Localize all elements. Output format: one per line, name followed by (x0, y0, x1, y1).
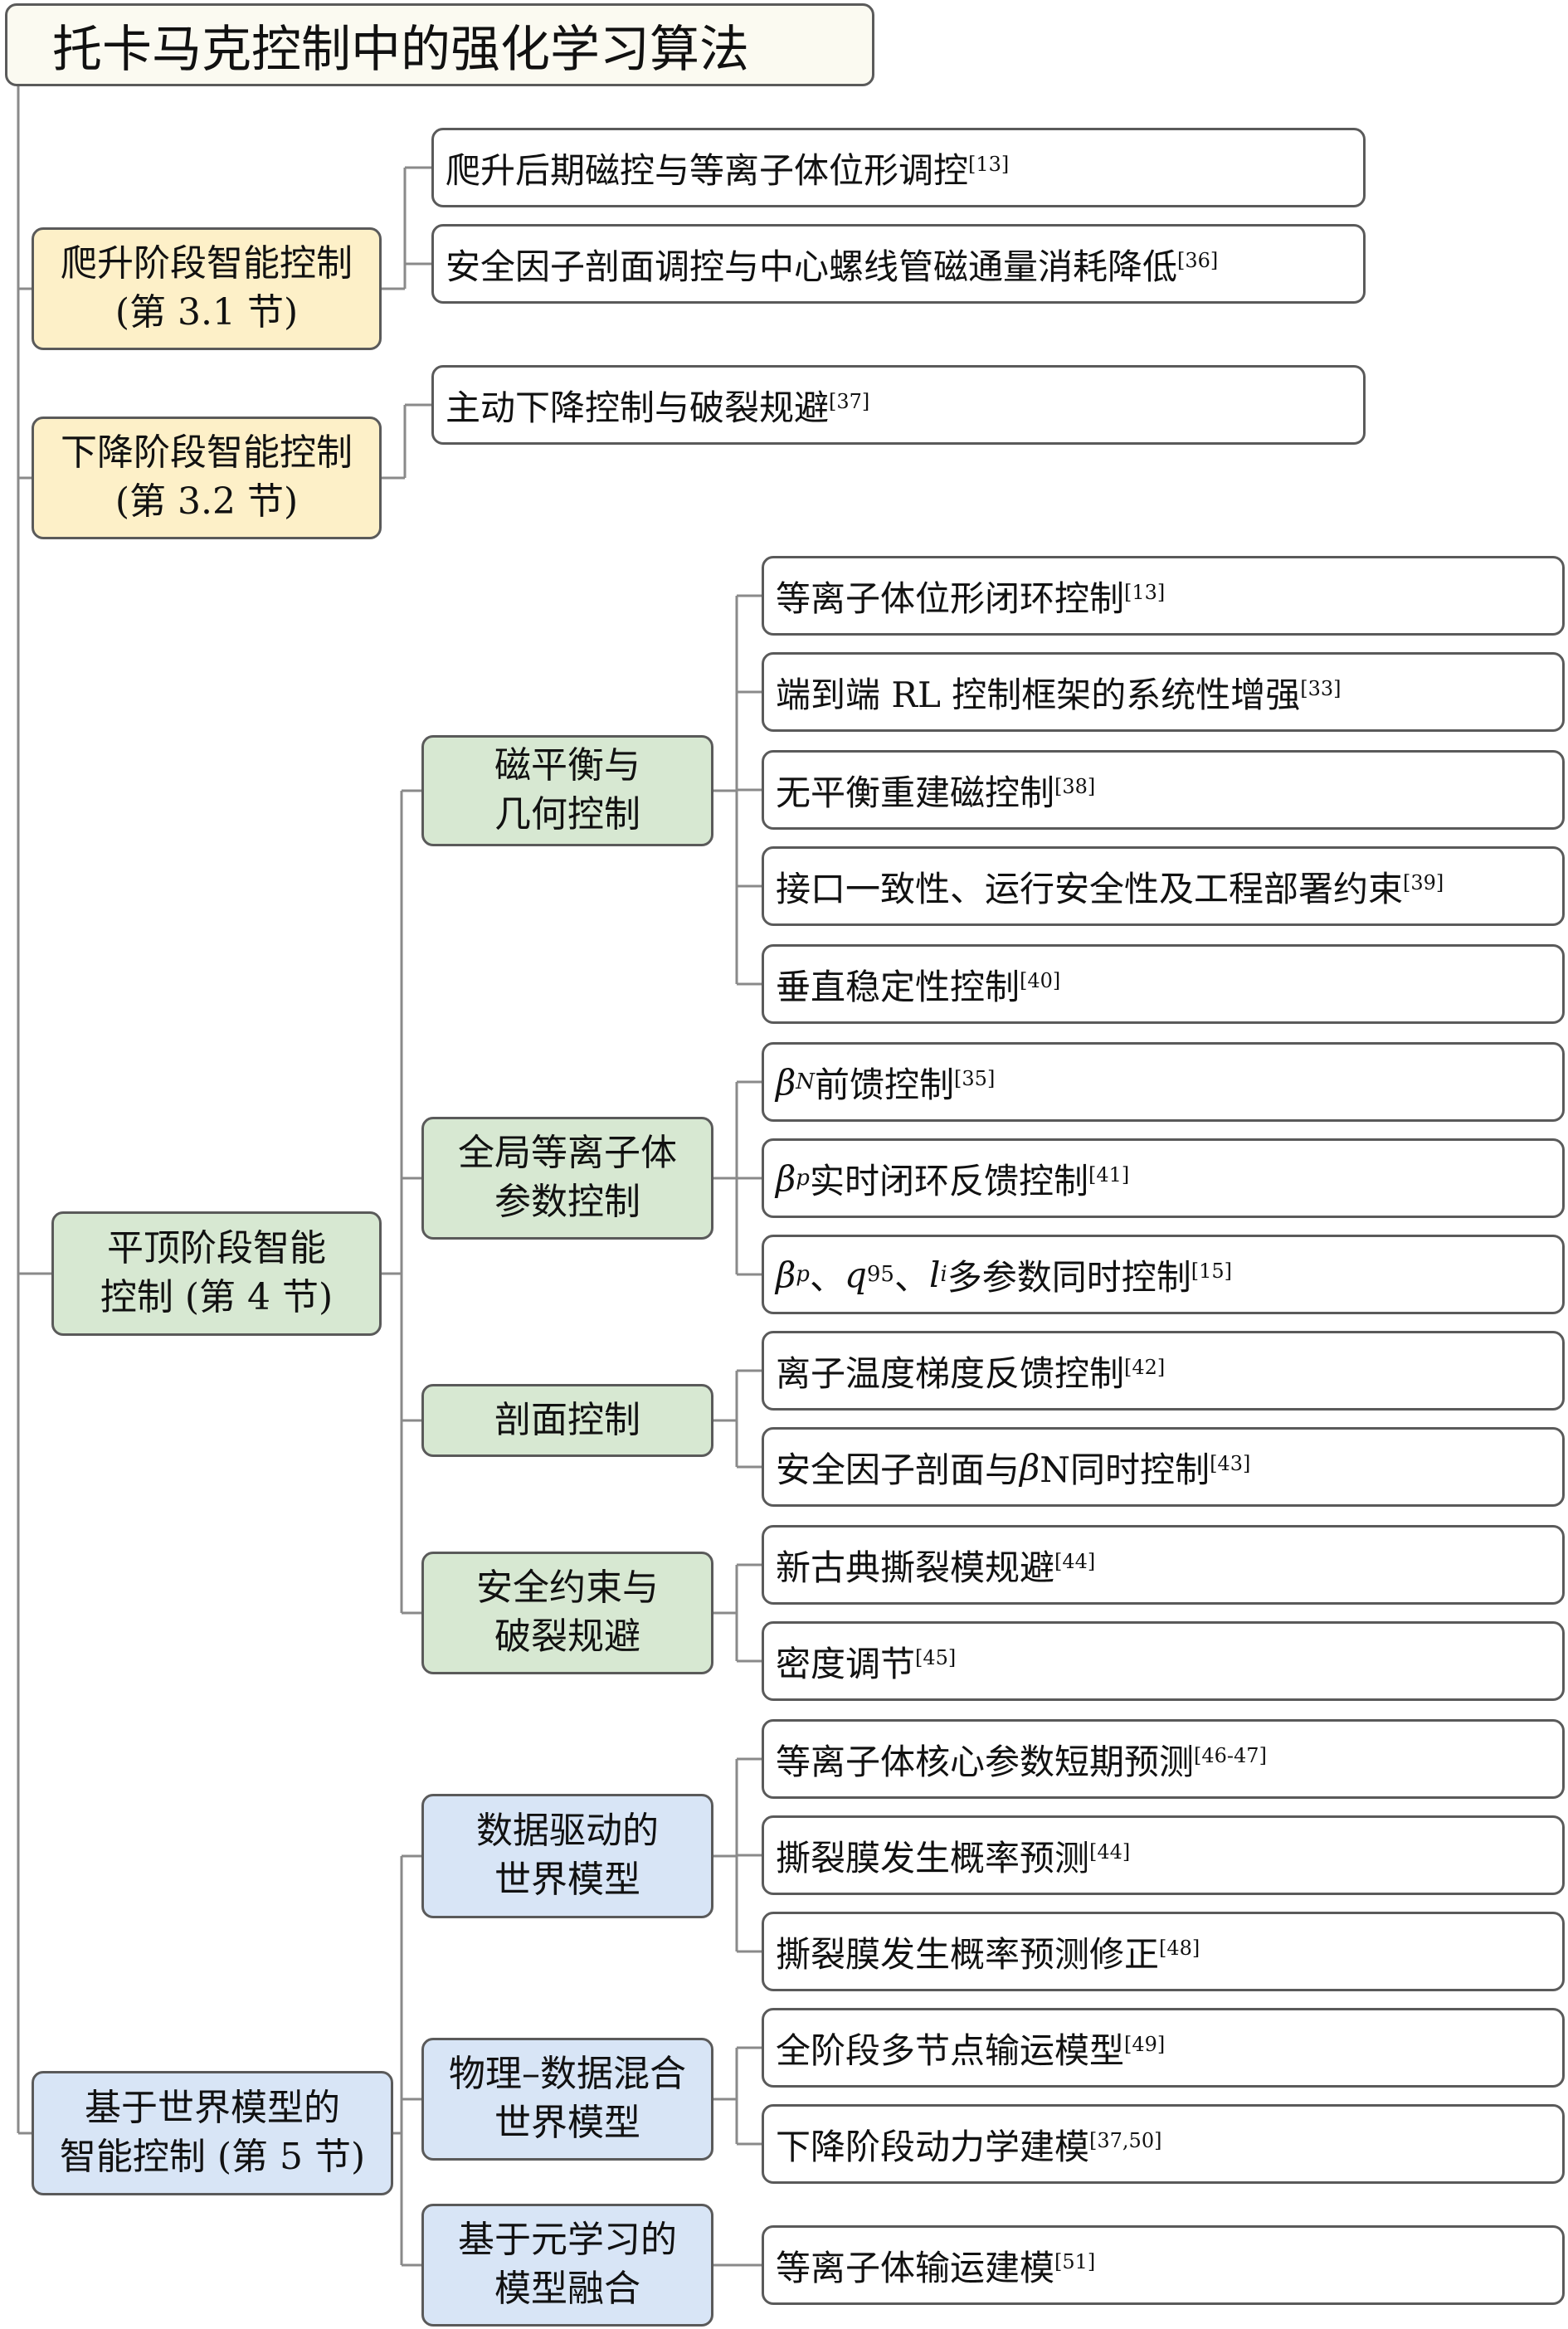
leaf-flattop-1-1: 等离子体位形闭环控制[13] (762, 556, 1565, 636)
citation: [13] (1124, 581, 1166, 604)
citation: [13] (968, 153, 1010, 176)
symbol-beta: β (776, 1254, 796, 1295)
category-rampdown: 下降阶段智能控制(第 3.2 节) (32, 417, 382, 539)
leaf-text: 下降阶段动力学建模 (776, 2126, 1090, 2167)
subgroup-data-driven: 数据驱动的世界模型 (421, 1794, 713, 1918)
citation: [37,50] (1089, 2129, 1162, 2152)
citation: [39] (1403, 871, 1444, 894)
symbol-l: l (928, 1254, 941, 1295)
leaf-text: 端到端 RL 控制框架的系统性增强 (776, 674, 1301, 715)
leaf-flattop-4-2: 密度调节[45] (762, 1621, 1565, 1701)
symbol-beta: β (776, 1061, 796, 1103)
citation: [37] (829, 390, 870, 413)
symbol-subscript: 95 (866, 1262, 894, 1287)
citation: [15] (1191, 1260, 1232, 1283)
subgroup-safety-disruption: 安全约束与破裂规避 (421, 1552, 713, 1674)
leaf-rampup-2: 安全因子剖面调控与中心螺线管磁通量消耗降低[36] (431, 224, 1366, 304)
leaf-text: 无平衡重建磁控制 (776, 772, 1055, 813)
citation: [33] (1300, 677, 1342, 700)
leaf-text: 前馈控制 (815, 1064, 955, 1105)
citation: [44] (1054, 1550, 1096, 1573)
category-flattop: 平顶阶段智能控制 (第 4 节) (51, 1211, 382, 1336)
leaf-flattop-1-5: 垂直稳定性控制[40] (762, 944, 1565, 1024)
leaf-text: 接口一致性、运行安全性及工程部署约束 (776, 868, 1404, 909)
citation: [45] (915, 1646, 957, 1669)
leaf-world-2-2: 下降阶段动力学建模[37,50] (762, 2104, 1565, 2184)
leaf-text: 等离子体核心参数短期预测 (776, 1741, 1195, 1782)
leaf-text: 密度调节 (776, 1643, 916, 1684)
citation: [51] (1054, 2250, 1096, 2273)
leaf-world-3-1: 等离子体输运建模[51] (762, 2225, 1565, 2305)
leaf-text: 多参数同时控制 (947, 1256, 1191, 1298)
leaf-flattop-3-1: 离子温度梯度反馈控制[42] (762, 1331, 1565, 1411)
leaf-text: 实时闭环反馈控制 (809, 1160, 1088, 1201)
leaf-text: 安全因子剖面调控与中心螺线管磁通量消耗降低 (446, 246, 1178, 287)
citation: [42] (1124, 1356, 1166, 1379)
leaf-text: 全阶段多节点输运模型 (776, 2029, 1125, 2071)
subgroup-global-parameters: 全局等离子体参数控制 (421, 1117, 713, 1240)
leaf-flattop-1-2: 端到端 RL 控制框架的系统性增强[33] (762, 652, 1565, 732)
leaf-text: 主动下降控制与破裂规避 (446, 387, 830, 428)
symbol-subscript: N (796, 1069, 816, 1094)
citation: [40] (1020, 969, 1061, 992)
leaf-text: 离子温度梯度反馈控制 (776, 1352, 1125, 1394)
leaf-text: 垂直稳定性控制 (776, 966, 1020, 1007)
leaf-text: 等离子体位形闭环控制 (776, 577, 1125, 619)
leaf-text: 爬升后期磁控与等离子体位形调控 (446, 149, 969, 191)
leaf-rampdown-1: 主动下降控制与破裂规避[37] (431, 365, 1366, 445)
citation: [38] (1054, 775, 1096, 798)
leaf-world-2-1: 全阶段多节点输运模型[49] (762, 2008, 1565, 2088)
leaf-flattop-4-1: 新古典撕裂模规避[44] (762, 1525, 1565, 1605)
symbol-beta: β (1020, 1446, 1040, 1488)
category-rampup: 爬升阶段智能控制(第 3.1 节) (32, 227, 382, 350)
leaf-world-1-2: 撕裂膜发生概率预测[44] (762, 1815, 1565, 1895)
leaf-text: 安全因子剖面与 (776, 1449, 1020, 1490)
symbol-subscript: p (796, 1166, 810, 1191)
citation: [44] (1089, 1840, 1131, 1864)
leaf-world-1-1: 等离子体核心参数短期预测[46-47] (762, 1719, 1565, 1799)
subgroup-magnetic-geometry: 磁平衡与几何控制 (421, 735, 713, 846)
leaf-flattop-3-2: 安全因子剖面与 β N同时控制[43] (762, 1427, 1565, 1507)
leaf-text: 等离子体输运建模 (776, 2247, 1055, 2288)
leaf-text: 撕裂膜发生概率预测 (776, 1837, 1090, 1878)
citation: [48] (1159, 1937, 1200, 1960)
subgroup-profile-control: 剖面控制 (421, 1384, 713, 1457)
leaf-text: N同时控制 (1040, 1449, 1210, 1490)
symbol-beta: β (776, 1157, 796, 1199)
citation: [35] (954, 1067, 996, 1090)
symbol-subscript: i (940, 1262, 947, 1287)
citation: [36] (1177, 249, 1219, 272)
citation: [41] (1088, 1163, 1130, 1186)
root-title: 托卡马克控制中的强化学习算法 (5, 3, 874, 86)
citation: [43] (1210, 1452, 1251, 1475)
subgroup-physics-data-hybrid: 物理–数据混合世界模型 (421, 2038, 713, 2161)
subgroup-meta-learning: 基于元学习的模型融合 (421, 2204, 713, 2327)
leaf-text: 撕裂膜发生概率预测修正 (776, 1933, 1160, 1975)
citation: [49] (1124, 2033, 1166, 2056)
leaf-rampup-1: 爬升后期磁控与等离子体位形调控[13] (431, 128, 1366, 207)
leaf-flattop-1-3: 无平衡重建磁控制[38] (762, 750, 1565, 830)
category-worldmodel: 基于世界模型的智能控制 (第 5 节) (32, 2071, 393, 2195)
symbol-q: q (844, 1254, 867, 1295)
citation: [46-47] (1194, 1744, 1267, 1767)
leaf-text: 新古典撕裂模规避 (776, 1547, 1055, 1588)
symbol-subscript: p (796, 1262, 810, 1287)
separator: 、 (894, 1256, 929, 1298)
leaf-world-1-3: 撕裂膜发生概率预测修正[48] (762, 1912, 1565, 1991)
leaf-flattop-1-4: 接口一致性、运行安全性及工程部署约束[39] (762, 846, 1565, 926)
separator: 、 (809, 1256, 845, 1298)
